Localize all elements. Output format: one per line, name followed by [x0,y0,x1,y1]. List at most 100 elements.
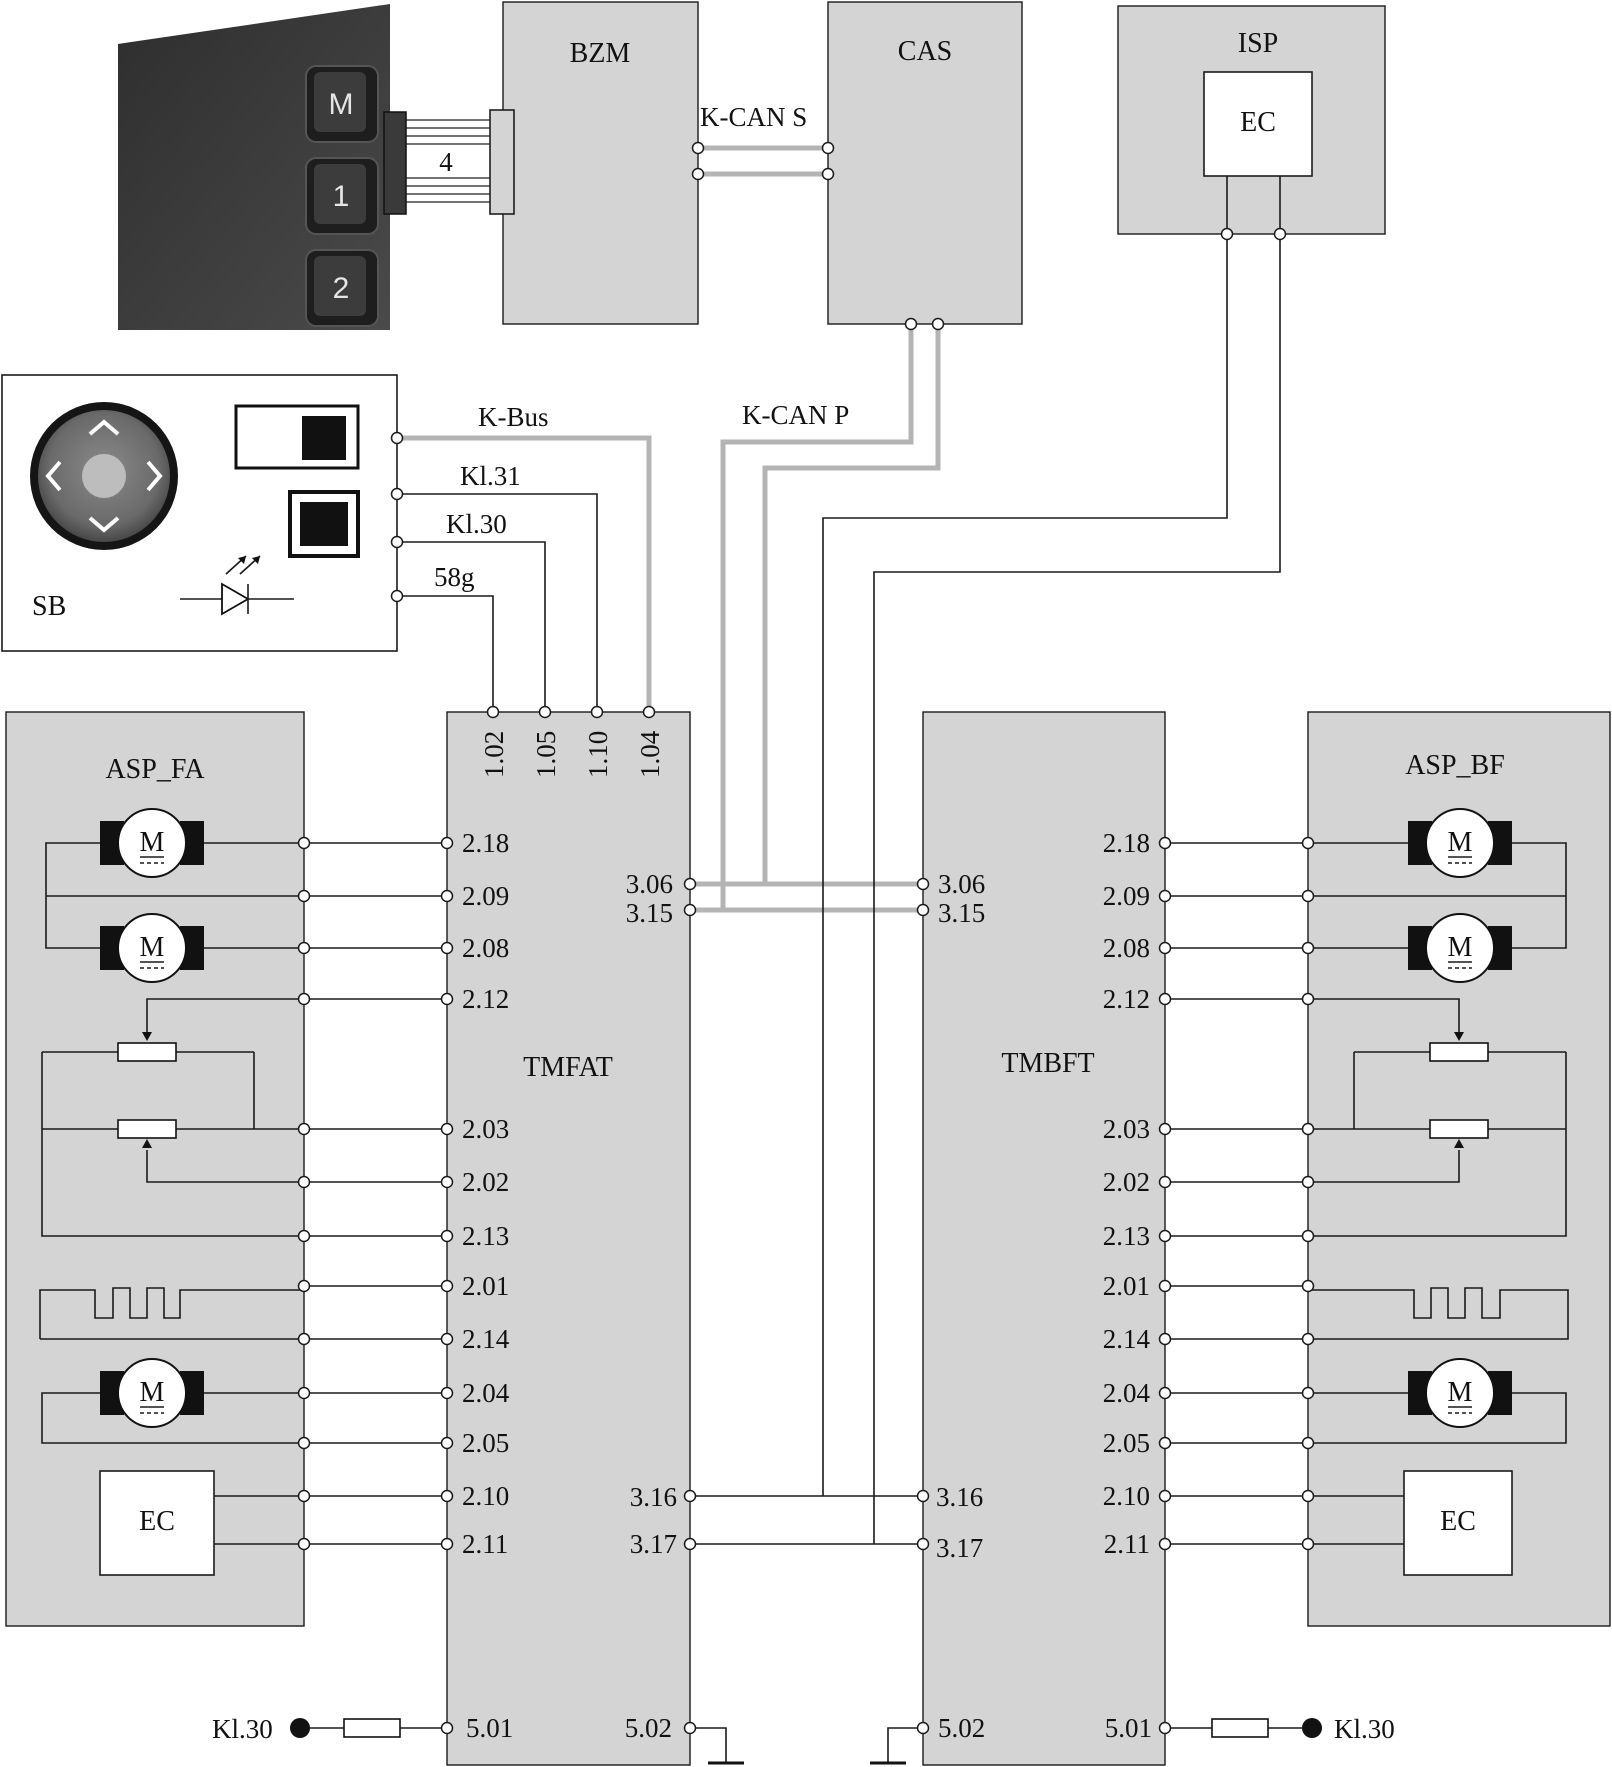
pin-label: 2.03 [1103,1114,1150,1144]
pin-label: 2.14 [462,1324,510,1354]
pin-3-17-tmbft: 3.17 [936,1533,983,1563]
motor-symbol: M [1448,1377,1473,1408]
pin-5-01-tmfat: 5.01 [466,1713,513,1743]
cas-label: CAS [898,36,952,67]
pin-label: 2.04 [1103,1378,1151,1408]
chevron-right-icon [146,460,163,492]
asp-bf-motor-1: M [1407,808,1513,878]
asp-fa-motor-3: M [99,1358,205,1428]
ribbon-count: 4 [439,147,453,177]
motor-symbol: M [1448,932,1473,963]
pin-3-06-tmbft: 3.06 [938,869,985,899]
pin-5-01-tmbft: 5.01 [1105,1713,1152,1743]
motor-symbol: M [140,827,165,858]
pin-label: 2.10 [1103,1481,1150,1511]
k-bus-wire [397,435,652,712]
sb-switch-1[interactable] [234,404,360,470]
pin-label: 2.01 [1103,1271,1150,1301]
asp-bf-ec-box [1403,1470,1513,1576]
seat-pins-left [297,836,454,1551]
isp-ec-label: EC [1240,107,1276,138]
sb-switch-2[interactable] [288,490,360,558]
power-supply-right [1165,1718,1322,1738]
pin-label: 2.12 [1103,984,1150,1014]
isp-label: ISP [1238,28,1278,59]
asp-bf-harness [1165,842,1308,1545]
asp-bf-motor-3: M [1407,1358,1513,1428]
pin-3-15-tmbft: 3.15 [938,898,985,928]
pin-label: 2.03 [462,1114,509,1144]
tmfat-top-pin-labels: 1.02 1.05 1.10 1.04 [479,730,665,778]
sb-to-tmfat-wires [397,493,598,712]
sb-label: SB [32,591,66,622]
chevron-up-icon [88,419,120,436]
memory-buttons: M 1 2 [305,65,379,327]
asp-fa-ec-box [99,1470,215,1576]
pin-label: 2.18 [462,828,509,858]
pin-label: 2.08 [462,933,509,963]
tmbft-module [922,711,1166,1766]
k-can-p-bus [690,324,941,913]
pin-label: 2.02 [462,1167,509,1197]
pin-label: 2.05 [1103,1428,1150,1458]
memory-button-2[interactable]: 2 [305,249,379,327]
fuse-icon [343,1718,401,1738]
ribbon-cable: 4 [383,109,515,215]
isp-to-tm-wires [690,176,1281,1545]
tmbft-label: TMBFT [1001,1048,1094,1079]
memory-button-2-label: 2 [333,272,350,305]
pin-label: 2.12 [462,984,509,1014]
memory-button-1-label: 1 [333,180,350,213]
pin-1-02-label: 1.02 [479,731,509,778]
pin-3-17-tmfat: 3.17 [630,1529,677,1559]
asp-fa-harness [304,842,447,1545]
sb-joystick[interactable] [30,402,178,550]
pin-label: 2.10 [462,1481,509,1511]
pin-label: 2.09 [1103,881,1150,911]
pin-label: 2.08 [1103,933,1150,963]
asp-bf-label: ASP_BF [1405,750,1505,781]
cas-module [827,1,1023,325]
pin-label: 2.04 [462,1378,510,1408]
ground-tmbft [870,1727,923,1765]
motor-symbol: M [140,1377,165,1408]
kl30-right-label: Kl.30 [1334,1714,1395,1744]
motor-symbol: M [140,932,165,963]
asp-fa-motor-2: M [99,913,205,983]
k-can-p-label: K-CAN P [742,400,849,430]
pin-label: 2.11 [1104,1529,1150,1559]
pin-label: 2.18 [1103,828,1150,858]
connection-pins [390,141,1287,1735]
ground-tmfat [690,1727,744,1765]
memory-button-m[interactable]: M [305,65,379,143]
tmfat-seat-pin-labels: 2.18 2.09 2.08 2.12 2.03 2.02 2.13 2.01 … [462,828,510,1559]
bzm-module [502,1,699,325]
pin-5-02-tmbft: 5.02 [938,1713,985,1743]
asp-fa-label: ASP_FA [105,754,205,785]
chevron-down-icon [88,516,120,533]
seat-pins-right [1158,836,1315,1551]
asp-bf-internal-wiring [1308,842,1569,1545]
pin-label: 2.05 [462,1428,509,1458]
bzm-label: BZM [570,38,631,69]
k-bus-label: K-Bus [478,402,549,432]
memory-button-m-label: M [329,88,354,121]
motor-symbol: M [1448,827,1473,858]
power-supply-left [290,1718,447,1738]
chevron-left-icon [45,460,62,492]
asp-fa-potentiometers [117,1032,177,1148]
asp-fa-internal-wiring [39,842,304,1545]
pin-3-15-tmfat: 3.15 [626,898,673,928]
memory-button-1[interactable]: 1 [305,157,379,235]
kl30-sb-label: Kl.30 [446,509,507,539]
k-can-s-label: K-CAN S [700,102,807,132]
pin-label: 2.14 [1103,1324,1151,1354]
pin-3-16-tmfat: 3.16 [630,1482,677,1512]
pin-label: 2.13 [1103,1221,1150,1251]
power-pin-labels: 5.01 5.02 5.02 5.01 [466,1713,1152,1743]
isp-ec-box [1203,71,1313,177]
pin-label: 2.11 [462,1529,508,1559]
pin-label: 2.09 [462,881,509,911]
tmfat-module [446,711,691,1766]
